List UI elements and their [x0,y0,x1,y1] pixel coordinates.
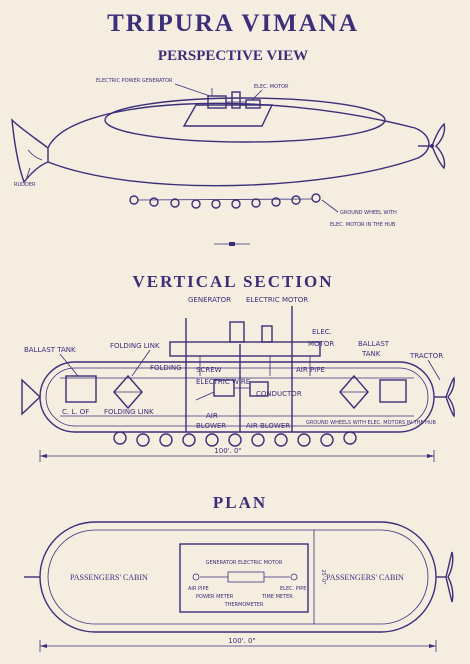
perspective-ground-wheel-label-1: GROUND WHEEL WITH [340,210,397,216]
section-elec-motor-label-1: ELEC. [312,328,332,336]
plan-propeller [436,551,454,603]
section-folding-link-bottom-label: FOLDING LINK [104,408,154,416]
plan-drawing: PASSENGERS' CABIN PASSENGERS' CABIN GENE… [24,521,454,652]
section-cl-of-label: C. L. OF [62,408,89,416]
page-title: TRIPURA VIMANA [107,10,359,37]
section-ballast-right-label-1: BALLAST [358,340,390,348]
perspective-propeller [418,122,446,170]
plan-dimension-line [39,640,437,652]
section-air-blower-label-1: AIR [206,412,218,420]
plan-passengers-cabin-right: PASSENGERS' CABIN [326,573,404,582]
perspective-view-heading: PERSPECTIVE VIEW [158,48,308,64]
section-folding-label: FOLDING [150,364,182,372]
plan-time-meter-label: TIME METER [261,594,293,600]
perspective-generator-platform [182,88,274,127]
section-tractor-propeller [434,376,455,418]
perspective-deck-ellipse [104,97,386,143]
section-ballast-right-label-2: TANK [361,350,381,358]
section-ballast-tank-left [65,375,97,403]
perspective-tail-fin [11,118,49,184]
vertical-section-drawing: 100'. 0" GENERATOR ELECTRIC MOTOR BALLAS… [21,296,455,462]
perspective-elec-motor-label: ELEC. MOTOR [254,84,289,90]
perspective-hull [47,102,430,187]
section-ground-wheels [113,431,357,447]
plan-generator-motor-label: GENERATOR ELECTRIC MOTOR [206,560,283,566]
section-folding-link-left [113,374,143,410]
plan-heading: PLAN [213,493,267,512]
section-conductor-label: CONDUCTOR [256,390,302,398]
section-dimension-line [39,450,435,462]
section-ballast-left-label: BALLAST TANK [24,346,76,354]
section-length-dimension: 100'. 0" [214,447,241,455]
section-ground-wheels-note: GROUND WHEELS WITH ELEC. MOTORS IN THE H… [306,420,437,426]
perspective-ground-wheels [129,193,321,209]
section-tractor-label: TRACTOR [409,352,443,360]
section-elec-motor-label-2: MOTOR [308,340,334,348]
section-folding-link-right [339,374,369,410]
section-screw-label: SCREW [196,366,222,374]
section-top-deck [169,341,321,357]
vertical-section-heading: VERTICAL SECTION [133,272,334,291]
section-air-pipe-label: AIR PIPE [296,366,325,374]
plan-width-dimension: 25'-0" [320,569,326,584]
plan-length-dimension: 100'. 0" [228,637,255,645]
plan-passengers-cabin-left: PASSENGERS' CABIN [70,573,148,582]
plan-power-meter-label: POWER METER [196,594,234,600]
plan-inner-outline [47,529,429,625]
section-tail-fin [21,378,42,416]
section-folding-link-top-label: FOLDING LINK [110,342,160,350]
perspective-ground-wheel-label-2: ELEC. MOTOR IN THE HUB [330,222,396,228]
plan-air-pipe-label: AIR PIPE [188,586,209,592]
plan-thermometer-label: THERMOMETER [224,602,264,608]
perspective-power-generator-label: ELECTRIC POWER GENERATOR [96,78,173,84]
perspective-view-drawing: ELECTRIC POWER GENERATOR ELEC. MOTOR RUD… [11,78,446,228]
section-air-blower-right-label: AIR BLOWER [246,422,290,430]
section-electric-wire-label: ELECTRIC WIRE [196,378,250,386]
perspective-rudder-label: RUDDER [14,182,36,188]
section-electric-motor-label: ELECTRIC MOTOR [246,296,308,304]
section-ballast-tank-right [379,379,407,403]
section-divider-ornament [214,242,250,246]
rudder-detail [27,149,43,161]
plan-equipment-box [179,543,309,613]
section-generator-box [229,321,245,343]
section-generator-label: GENERATOR [188,296,231,304]
plan-elec-pipe-label: ELEC. PIPE [280,586,306,592]
section-motor-box [261,325,273,343]
section-air-blower-label-2: BLOWER [196,422,226,430]
